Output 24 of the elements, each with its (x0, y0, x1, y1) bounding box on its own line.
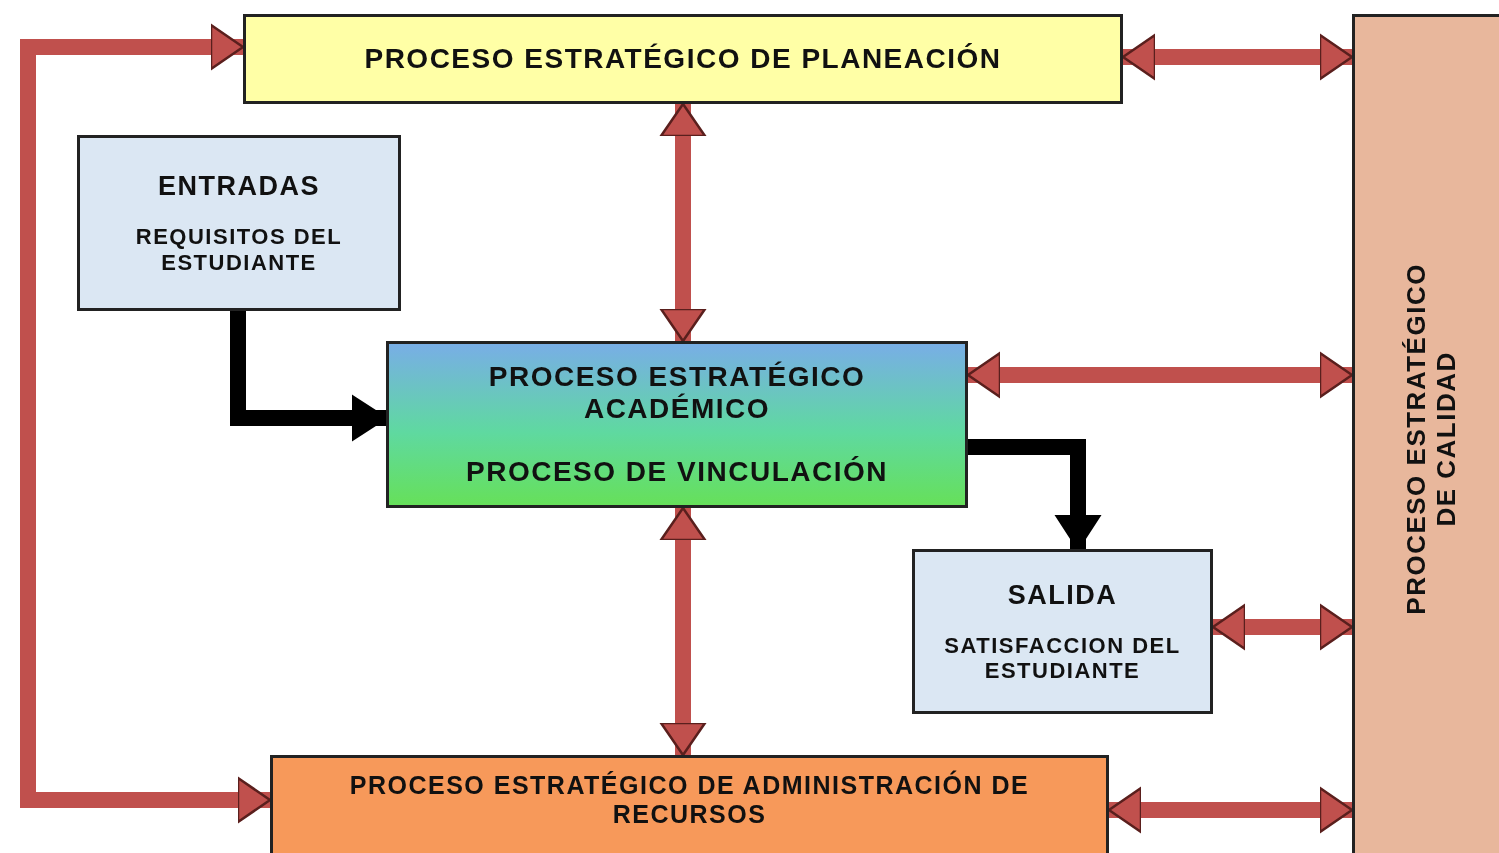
arrow (1107, 786, 1354, 834)
arrow (1211, 603, 1354, 651)
box-heading: PROCESO ESTRATÉGICO ACADÉMICO (487, 361, 867, 426)
box-text: REQUISITOS DEL ESTUDIANTE (134, 224, 344, 275)
process-box (270, 755, 1109, 853)
arrow (20, 23, 272, 824)
process-band (1352, 14, 1499, 853)
arrow (659, 102, 707, 343)
box-heading: ENTRADAS (158, 171, 320, 203)
arrow (659, 506, 707, 757)
process-box (243, 14, 1123, 104)
process-label: PROCESO ESTRATÉGICO DE PLANEACIÓN (364, 42, 1002, 76)
arrow (966, 351, 1354, 399)
input-box (77, 135, 401, 311)
box-text: SATISFACCION DEL ESTUDIANTE (943, 632, 1182, 684)
arrow (968, 439, 1102, 551)
process-label: PROCESO ESTRATÉGICO DE ADMINISTRACIÓN DE RECURSOS (348, 771, 1031, 829)
box-heading: SALIDA (1007, 579, 1118, 611)
process-box (386, 341, 968, 508)
arrow (1121, 33, 1354, 81)
output-box (912, 549, 1213, 714)
arrow (230, 311, 388, 442)
process-label: PROCESO ESTRATÉGICO DE CALIDAD (1402, 262, 1462, 617)
box-text: PROCESO DE VINCULACIÓN (466, 455, 888, 488)
